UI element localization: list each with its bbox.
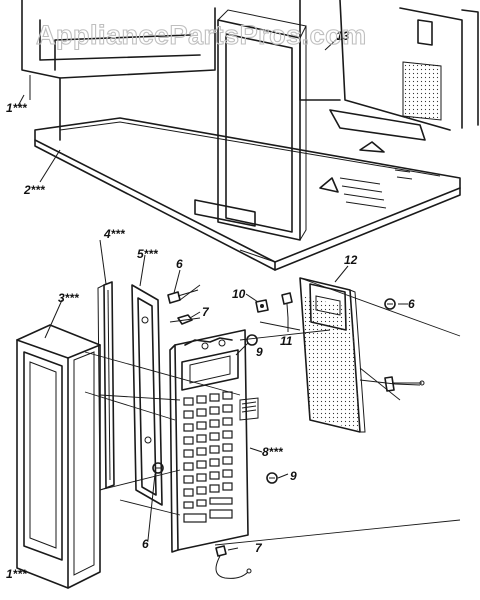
- callout-8: 8***: [262, 445, 284, 459]
- triangle-vent-b: [319, 177, 339, 193]
- callout-1-bottom: 1***: [6, 567, 28, 581]
- callout-10: 10: [232, 287, 246, 301]
- door-hinge-strip: [131, 284, 163, 506]
- callout-6-right: 6: [408, 297, 415, 311]
- door-front-frame: [16, 324, 101, 589]
- callout-1: 1***: [6, 101, 28, 115]
- callout-2: 2***: [23, 183, 46, 197]
- oven-cavity: [21, 0, 479, 141]
- board-display: [309, 283, 347, 331]
- screws-and-fasteners: [152, 289, 396, 579]
- callout-12: 12: [344, 253, 358, 267]
- control-panel: [169, 329, 259, 553]
- callout-13: 13: [336, 29, 350, 43]
- keypad: [183, 391, 233, 523]
- callout-3: 3***: [58, 291, 80, 305]
- triangle-vent-a: [359, 141, 385, 153]
- callout-4: 4***: [103, 227, 126, 241]
- assembly-guide-lines: [84, 277, 461, 546]
- watermark: AppliancePartsPros.com: [36, 20, 367, 50]
- display-window: [181, 349, 239, 391]
- callout-11: 11: [280, 334, 293, 348]
- callout-6-top: 6: [176, 257, 183, 271]
- callout-6-bottom: 6: [142, 537, 149, 551]
- leader-lines: [17, 37, 408, 551]
- callout-7-bottom: 7: [255, 541, 263, 555]
- wire-harness: [359, 376, 425, 392]
- door-frame: [217, 9, 307, 241]
- callout-9-lower: 9: [290, 469, 297, 483]
- callout-5: 5***: [137, 247, 159, 261]
- circuit-board-panel: [299, 277, 366, 433]
- vent-grille: [403, 62, 441, 118]
- callout-7-top: 7: [202, 305, 210, 319]
- base-plate: [34, 109, 461, 271]
- callout-labels: 1*** 2*** 3*** 4*** 5*** 6 6 6 7 7 8*** …: [6, 29, 415, 581]
- callout-9-upper: 9: [256, 345, 263, 359]
